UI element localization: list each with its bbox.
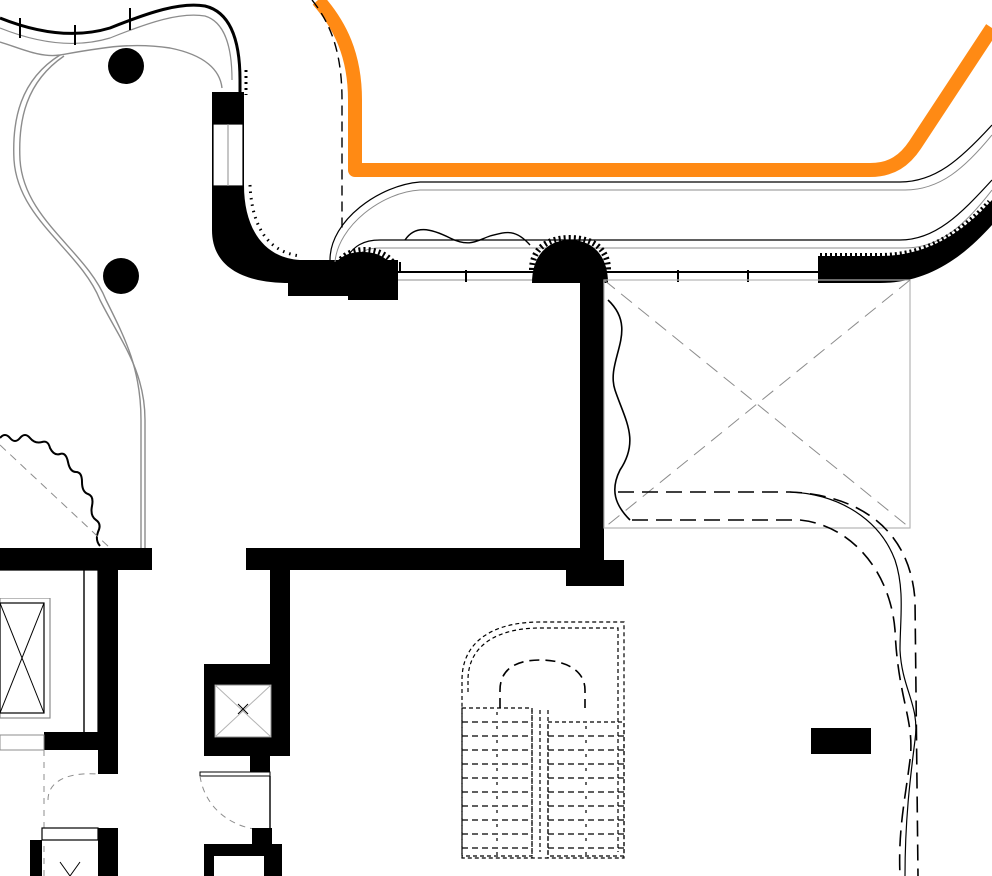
elevator-shaft <box>0 569 102 876</box>
left-wall-top <box>0 548 152 570</box>
void-with-cross <box>603 279 911 529</box>
door-leaf <box>199 771 271 777</box>
wall-end-block <box>566 560 624 586</box>
interior-walls <box>0 270 871 774</box>
structural-columns <box>103 48 144 294</box>
left-wall-vertical <box>98 560 118 774</box>
round-column <box>103 258 139 294</box>
curtain-line <box>404 228 531 246</box>
bench-block <box>811 728 871 754</box>
dashed-guide <box>311 0 343 230</box>
horizontal-wall <box>246 548 604 570</box>
small-shaft <box>204 664 290 772</box>
lower-left-walls <box>30 773 118 876</box>
curtain-arc <box>0 434 111 549</box>
dashed-staircase <box>461 621 625 859</box>
orange-accent-route <box>312 0 992 177</box>
round-column <box>108 48 144 84</box>
door-swings <box>199 771 282 876</box>
top-left-curved-walls <box>0 3 248 95</box>
dashed-boundary-curves <box>618 491 919 876</box>
vertical-wall <box>580 270 604 570</box>
inner-lobby-outline <box>0 41 223 548</box>
column-cap-small <box>330 246 399 283</box>
